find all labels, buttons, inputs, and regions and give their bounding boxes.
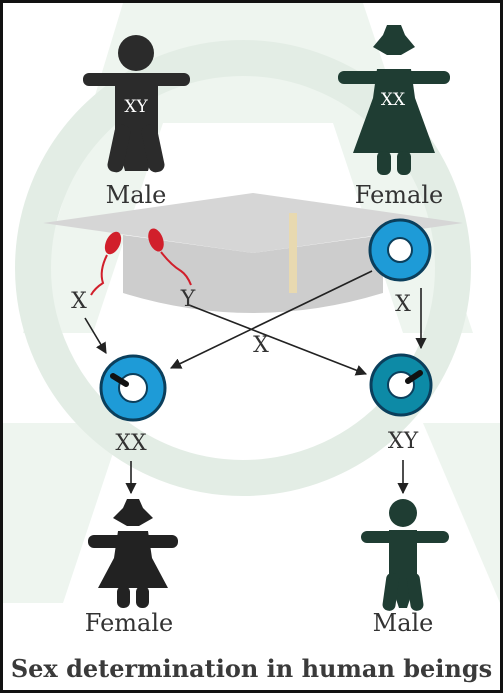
arrows [84, 270, 427, 495]
egg-x-label: X [395, 292, 411, 317]
zygote-left-label: XX [115, 431, 147, 456]
zygote-right-icon [369, 353, 433, 417]
male-offspring-figure [361, 499, 449, 611]
male-parent-chromosomes: XY [124, 97, 148, 117]
arrow-sperm-y-to-right-zygote [188, 304, 368, 376]
female-parent-figure [338, 25, 450, 175]
sperm-y-label: Y [180, 287, 196, 312]
diagram-caption: Sex determination in human beings [10, 654, 493, 683]
female-parent-chromosomes: XX [380, 90, 406, 110]
sperm-y-icon [148, 228, 192, 286]
arrow-egg-to-left-zygote [169, 270, 373, 369]
zygote-left-icon [99, 354, 167, 422]
female-parent-label: Female [354, 181, 444, 209]
female-offspring-label: Female [84, 609, 174, 637]
arrow-sperm-x-to-left-zygote [84, 317, 107, 354]
sperm-x-icon [90, 231, 122, 296]
zygote-right-label: XY [387, 429, 419, 454]
male-offspring-label: Male [372, 609, 434, 637]
diagram-canvas [3, 3, 500, 611]
male-parent-figure [83, 35, 190, 173]
female-offspring-figure [88, 499, 178, 608]
egg-cell-icon [368, 218, 432, 282]
egg-x-cross-label: X [253, 333, 269, 358]
sperm-x-label: X [71, 289, 87, 314]
male-parent-label: Male [105, 181, 167, 209]
